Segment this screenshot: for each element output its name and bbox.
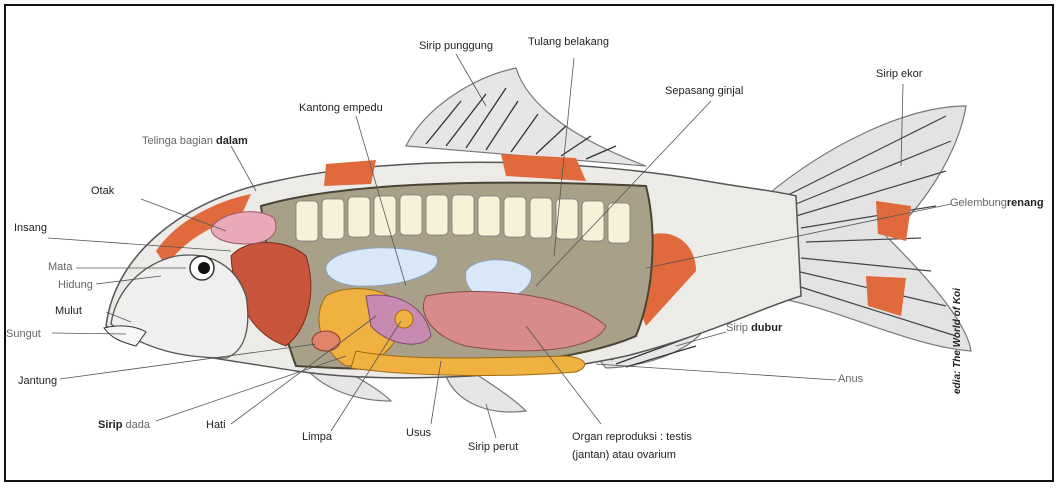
diagram-frame: Sirip punggung Tulang belakang Sepasang … (4, 4, 1054, 482)
label-telinga-part2: dalam (216, 135, 248, 147)
image-credit: edia: The World of Koi (952, 288, 963, 394)
label-sirip-punggung: Sirip punggung (419, 40, 493, 53)
label-insang: Insang (14, 222, 47, 235)
label-limpa: Limpa (302, 431, 332, 444)
label-hati: Hati (206, 419, 226, 432)
label-sirip-dubur-part1: Sirip (726, 322, 748, 334)
label-kantong-empedu: Kantong empedu (299, 102, 383, 115)
label-sirip-dada: Sirip dada (98, 419, 150, 432)
label-sirip-perut: Sirip perut (468, 441, 518, 454)
label-mulut: Mulut (55, 305, 82, 318)
label-sirip-dubur: Sirip dubur (726, 322, 782, 335)
label-sirip-dubur-part2: dubur (751, 322, 782, 334)
mouth (104, 326, 146, 346)
label-sepasang-ginjal: Sepasang ginjal (665, 85, 743, 98)
label-telinga-part1: Telinga bagian (142, 135, 213, 147)
label-anus: Anus (838, 373, 863, 386)
label-organ-reproduksi-1: Organ reproduksi : testis (572, 431, 692, 444)
label-gelembung-renang: Gelembungrenang (950, 197, 1044, 210)
label-gelembung-part2: renang (1007, 197, 1044, 209)
gallbladder (395, 310, 413, 328)
label-sirip-ekor: Sirip ekor (876, 68, 922, 81)
heart (312, 331, 340, 351)
pelvic-fin (446, 374, 526, 412)
label-gelembung-part1: Gelembung (950, 197, 1007, 209)
label-otak: Otak (91, 185, 114, 198)
label-sirip-dada-part2: dada (126, 419, 150, 431)
label-mata: Mata (48, 261, 72, 274)
label-tulang-belakang: Tulang belakang (528, 36, 609, 49)
label-sirip-dada-part1: Sirip (98, 419, 122, 431)
label-telinga-bagian-dalam: Telinga bagian dalam (142, 135, 248, 148)
label-hidung: Hidung (58, 279, 93, 292)
label-organ-reproduksi-2: (jantan) atau ovarium (572, 449, 676, 462)
dorsal-fin (406, 68, 646, 166)
label-usus: Usus (406, 427, 431, 440)
label-sungut: Sungut (6, 328, 41, 341)
label-jantung: Jantung (18, 375, 57, 388)
